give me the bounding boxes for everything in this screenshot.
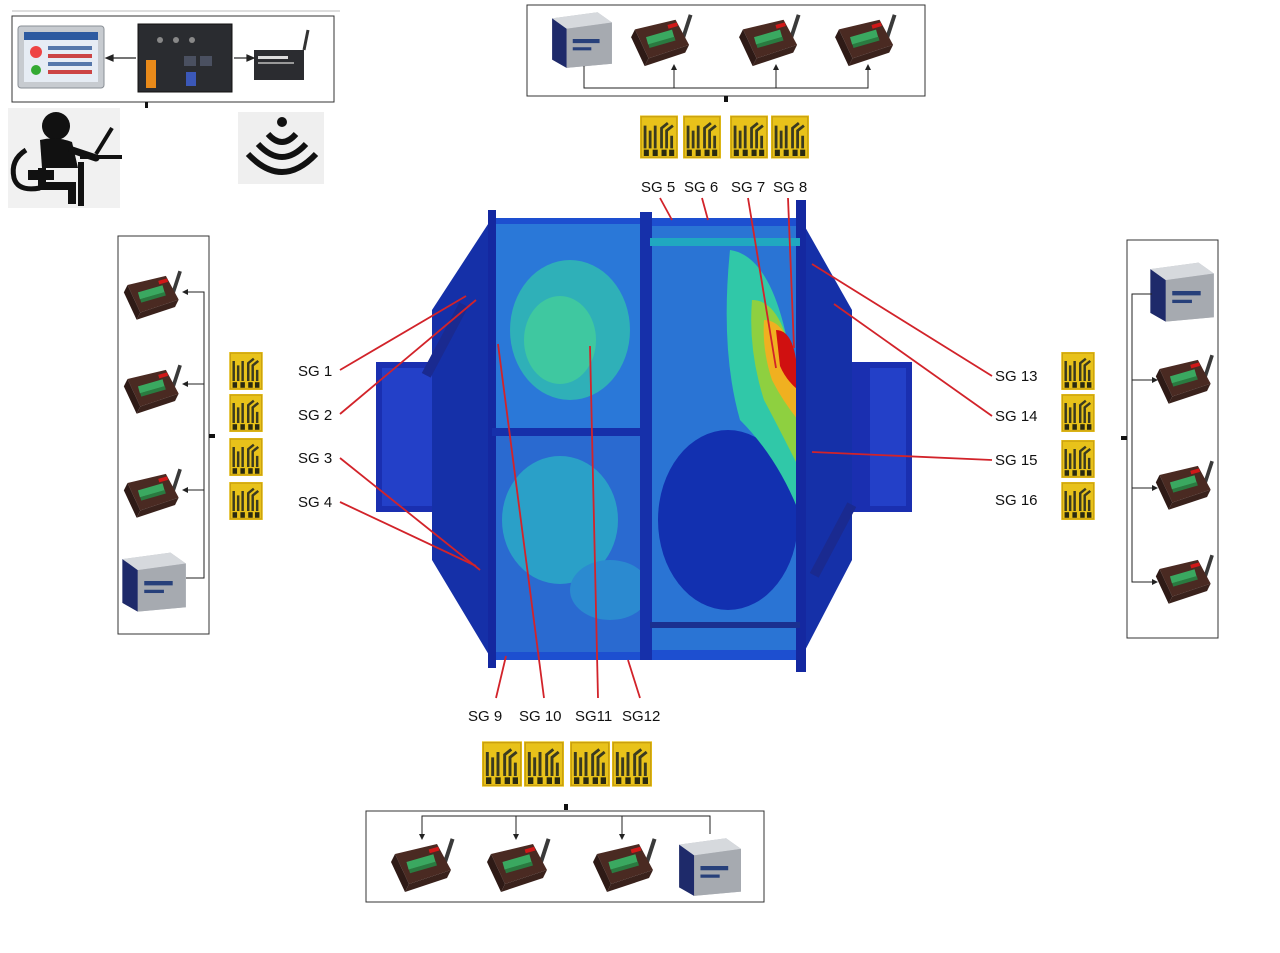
sensor-label: SG 3 [298,450,332,467]
strain-gauge [227,482,265,520]
strain-gauge [1061,352,1095,390]
bottom-logger-group [365,804,765,903]
battery-pack [122,552,186,612]
right-logger-group [1121,239,1219,639]
hmi-touch-screen [17,25,105,89]
sensor-label: SG11 [575,708,612,725]
sensor-label: SG 10 [519,708,562,725]
strain-gauge [612,741,652,786]
panel-connectors [104,54,256,62]
sensor-label: SG 2 [298,407,332,424]
wireless-signal-icon [238,112,324,184]
bottom-gauges [482,741,652,786]
sensor-label: SG 7 [731,179,765,196]
left-gauges [227,352,265,520]
strain-gauge [570,741,610,786]
controller-panel [11,10,340,108]
strain-gauge [771,115,809,158]
strain-gauge [227,438,265,476]
strain-gauge [227,352,265,390]
sensor-label: SG 6 [684,179,718,196]
fea-model [376,200,912,672]
top-gauges [640,115,809,158]
bottom-sensor-labels: SG 9 SG 10 SG11 SG12 [468,708,660,725]
sensor-label: SG 8 [773,179,807,196]
sensor-label: SG12 [622,708,660,725]
top-logger-group [526,4,926,102]
strain-gauge [640,115,678,158]
sensor-label: SG 9 [468,708,502,725]
strain-gauge [1061,394,1095,432]
operator-at-laptop-icon [8,108,122,208]
left-logger-group [117,235,215,635]
battery-pack [679,838,741,896]
embedded-controller [137,23,233,93]
sensor-label: SG 5 [641,179,675,196]
sensor-label: SG 15 [995,452,1038,469]
strain-gauge [730,115,768,158]
battery-pack [1150,262,1214,322]
sensor-label: SG 4 [298,494,332,511]
strain-gauge [1061,440,1095,478]
top-sensor-labels: SG 5 SG 6 SG 7 SG 8 [641,179,807,196]
sensor-label: SG 14 [995,408,1038,425]
sensor-label: SG 13 [995,368,1038,385]
sensor-lead-lines [339,197,993,699]
left-sensor-labels: SG 1 SG 2 SG 3 SG 4 [298,363,332,511]
sensor-label: SG 1 [298,363,332,380]
strain-gauge [227,394,265,432]
wireless-gateway [254,29,310,80]
sensor-label: SG 16 [995,492,1038,509]
strain-gauge [683,115,721,158]
strain-gauge [482,741,522,786]
strain-gauge [524,741,564,786]
strain-gauge [1061,482,1095,520]
right-sensor-labels: SG 13 SG 14 SG 15 SG 16 [995,368,1038,509]
right-gauges [1061,352,1095,520]
battery-pack [552,12,612,68]
